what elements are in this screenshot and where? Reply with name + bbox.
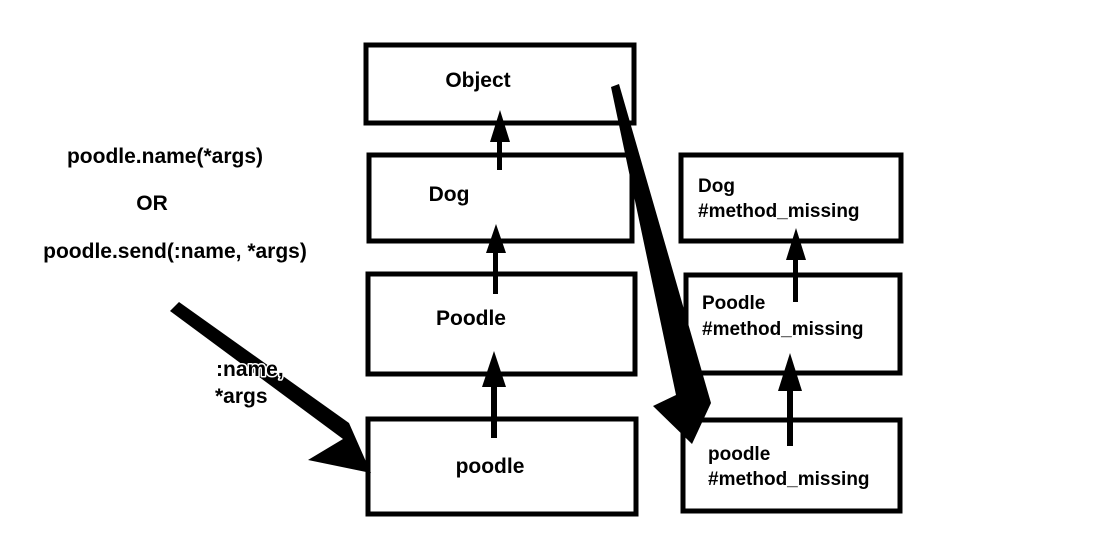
dog-label: Dog [429,183,470,206]
message-arrow [170,302,371,473]
call-expression-name: poodle.name(*args) [67,145,263,168]
arrow-poodle-mm-to-dog-mm [786,228,806,302]
poodle-class-method-missing-method: #method_missing [702,319,864,340]
arrow-dog-to-object [490,110,510,170]
call-expression-send: poodle.send(:name, *args) [43,240,307,263]
message-args-label: *args [215,385,268,408]
arrow-poodle-instance-to-poodle-class [482,351,506,438]
dog-method-missing-owner: Dog [698,176,735,197]
poodle-class-label: Poodle [436,307,506,330]
poodle-instance-method-missing-method: #method_missing [708,469,870,490]
arrow-object-to-instance-method-missing [611,84,711,444]
or-label: OR [136,192,168,215]
poodle-class-method-missing-owner: Poodle [702,293,765,314]
poodle-instance-method-missing-owner: poodle [708,444,770,465]
dog-method-missing-method: #method_missing [698,201,860,222]
message-name-label: :name, [216,358,284,381]
poodle-instance-box [365,416,639,517]
arrow-poodle-class-to-dog [486,224,506,294]
arrow-poodle-instance-mm-to-poodle-mm [778,353,802,446]
object-label: Object [445,69,510,92]
dog-method-missing-box [678,152,904,244]
poodle-instance-label: poodle [456,455,525,478]
